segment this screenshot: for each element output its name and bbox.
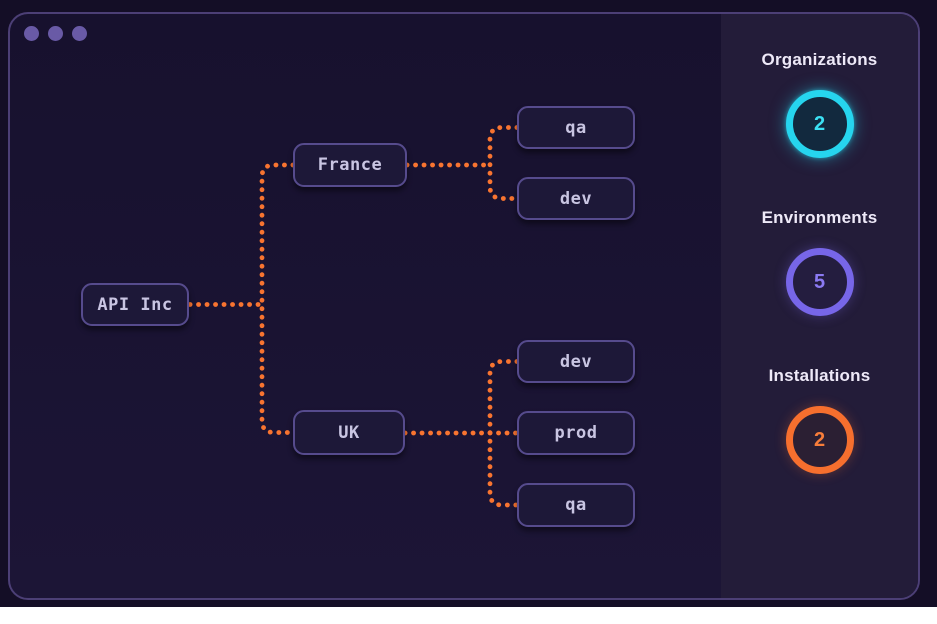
stat-badge-installations: 2 [785,406,854,474]
window-control-dot[interactable] [72,26,87,41]
tree-node-label: API Inc [97,294,173,315]
stat-label: Installations [768,366,871,385]
tree-node-france[interactable]: France [293,143,407,187]
stat-installations: Installations 2 [721,366,918,474]
stat-value: 5 [813,270,826,293]
tree-node-label: France [317,155,383,175]
tree-node-uk-qa[interactable]: qa [517,483,635,527]
stat-value: 2 [813,112,826,135]
stat-organizations: Organizations 2 [721,50,918,158]
tree-node-label: dev [559,351,593,372]
connector-france-fork [487,125,520,201]
stat-badge-organizations: 2 [785,90,854,158]
app-window: API Inc France qa dev UK dev prod qa Org… [8,12,920,600]
window-control-dot[interactable] [48,26,63,41]
tree-node-label: UK [338,422,360,443]
stat-environments: Environments 5 [721,208,918,316]
tree-node-uk-prod[interactable]: prod [517,411,635,455]
stat-label: Organizations [761,50,878,69]
tree-node-label: qa [565,495,587,515]
connector-uk-fork [487,359,520,508]
tree-node-uk-dev[interactable]: dev [517,340,635,383]
tree-node-api-inc[interactable]: API Inc [81,283,189,326]
tree-node-france-dev[interactable]: dev [517,177,635,220]
window-control-dot[interactable] [24,26,39,41]
window-controls [24,26,87,41]
stat-badge-environments: 5 [785,248,854,316]
stat-label: Environments [761,208,878,227]
tree-node-label: dev [559,188,593,209]
stat-value: 2 [813,428,826,451]
connector-root-fork [259,162,296,435]
tree-node-label: qa [565,117,587,138]
tree-node-france-qa[interactable]: qa [517,106,635,149]
tree-node-label: prod [554,423,598,443]
stats-sidebar: Organizations 2 Environments 5 Installat… [721,14,918,598]
tree-node-uk[interactable]: UK [293,410,405,455]
tree-connectors [187,125,520,508]
